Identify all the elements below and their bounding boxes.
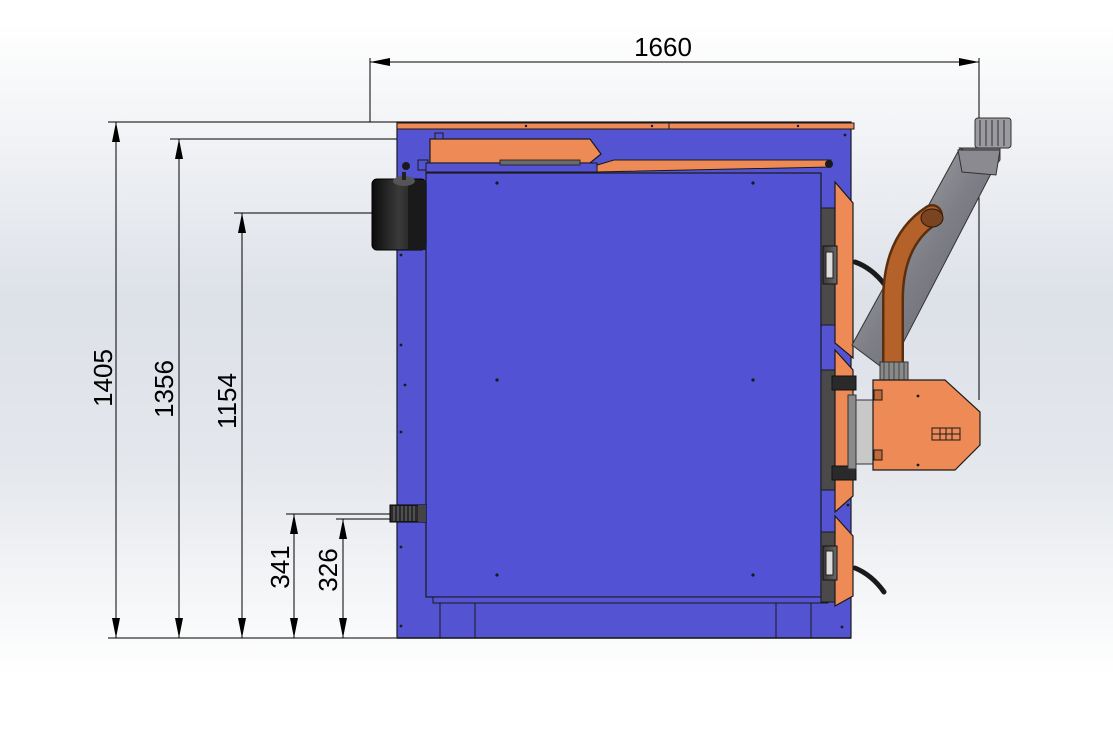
dim-top-outlet-height: 1356 xyxy=(149,360,179,418)
dim-lower-pipe-height: 341 xyxy=(265,545,295,588)
front-doors xyxy=(820,180,888,608)
flue-outlet xyxy=(371,172,427,251)
return-pipe xyxy=(389,504,427,523)
pellet-burner xyxy=(847,117,1012,471)
dim-overall-width: 1660 xyxy=(634,32,692,62)
dim-return-height: 326 xyxy=(313,548,343,591)
boiler-body xyxy=(396,121,855,639)
dimension-arrows xyxy=(112,58,979,638)
dim-flue-height: 1154 xyxy=(212,373,242,429)
dim-overall-height: 1405 xyxy=(88,349,118,407)
